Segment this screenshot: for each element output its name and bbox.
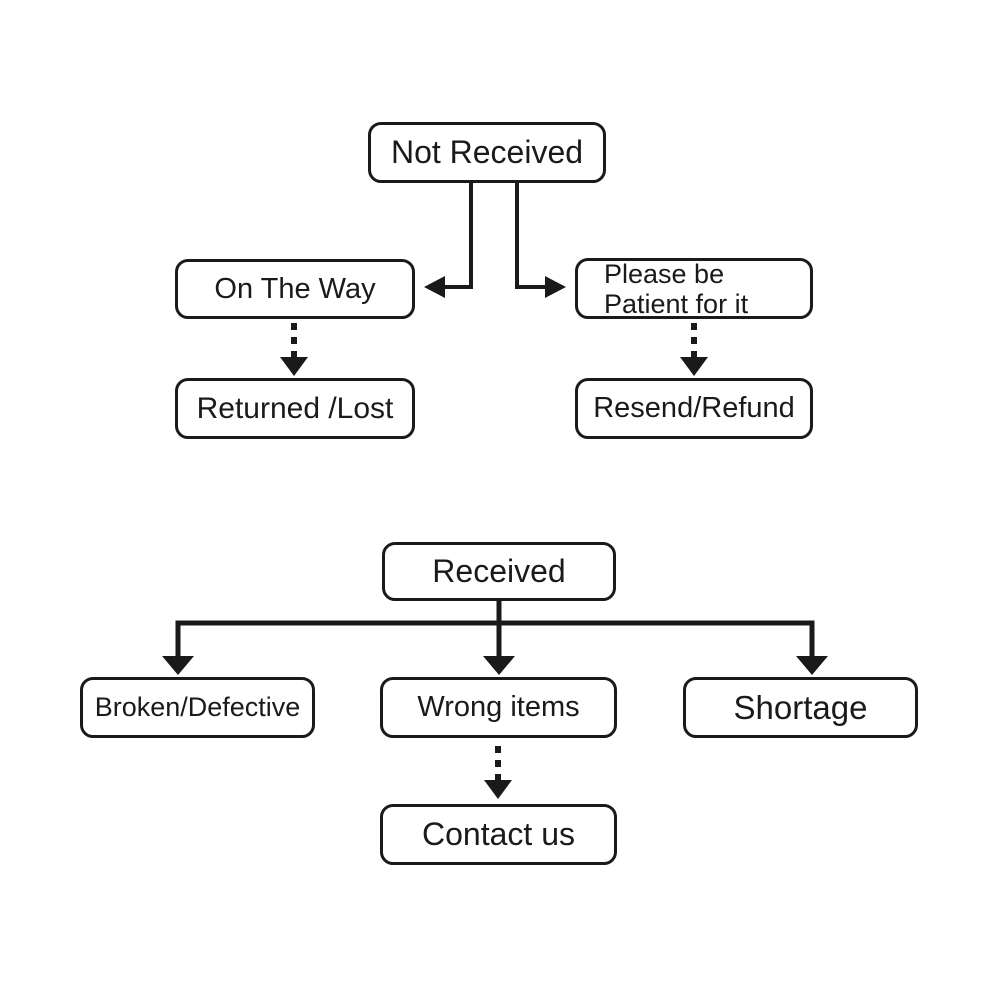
- node-on-the-way: On The Way: [175, 259, 415, 319]
- node-received: Received: [382, 542, 616, 601]
- arrowhead-broken-defective: [162, 656, 194, 675]
- node-not-received-label: Not Received: [390, 134, 584, 170]
- arrowhead-resend-refund: [680, 357, 708, 376]
- node-shortage: Shortage: [683, 677, 918, 738]
- node-not-received: Not Received: [368, 122, 606, 183]
- node-received-label: Received: [432, 553, 566, 589]
- please-be-patient-line-2: Patient for it: [604, 288, 749, 319]
- arrowhead-shortage: [796, 656, 828, 675]
- node-contact-us-label: Contact us: [422, 816, 575, 852]
- node-resend-refund: Resend/Refund: [575, 378, 813, 439]
- node-shortage-label: Shortage: [733, 688, 868, 726]
- please-be-patient-line-1: Please be: [604, 258, 725, 289]
- edge-not-received-to-please-be-patient: [515, 183, 546, 289]
- node-broken-defective-label: Broken/Defective: [94, 692, 301, 722]
- edge-received-distribution-bar: [175, 620, 815, 657]
- node-returned-lost: Returned /Lost: [175, 378, 415, 439]
- arrowhead-on-the-way: [424, 276, 445, 298]
- node-please-be-patient-label: Please be Patient for it: [604, 259, 748, 319]
- node-on-the-way-label: On The Way: [214, 272, 376, 305]
- edge-not-received-to-on-the-way: [442, 183, 473, 289]
- arrowhead-wrong-items: [483, 656, 515, 675]
- node-resend-refund-label: Resend/Refund: [593, 392, 795, 424]
- node-contact-us: Contact us: [380, 804, 617, 865]
- arrowhead-contact-us: [484, 780, 512, 799]
- node-please-be-patient: Please be Patient for it: [575, 258, 813, 319]
- arrowhead-returned-lost: [280, 357, 308, 376]
- node-broken-defective: Broken/Defective: [80, 677, 315, 738]
- node-returned-lost-label: Returned /Lost: [196, 391, 394, 425]
- node-wrong-items-label: Wrong items: [417, 691, 580, 723]
- arrowhead-please-be-patient: [545, 276, 566, 298]
- node-wrong-items: Wrong items: [380, 677, 617, 738]
